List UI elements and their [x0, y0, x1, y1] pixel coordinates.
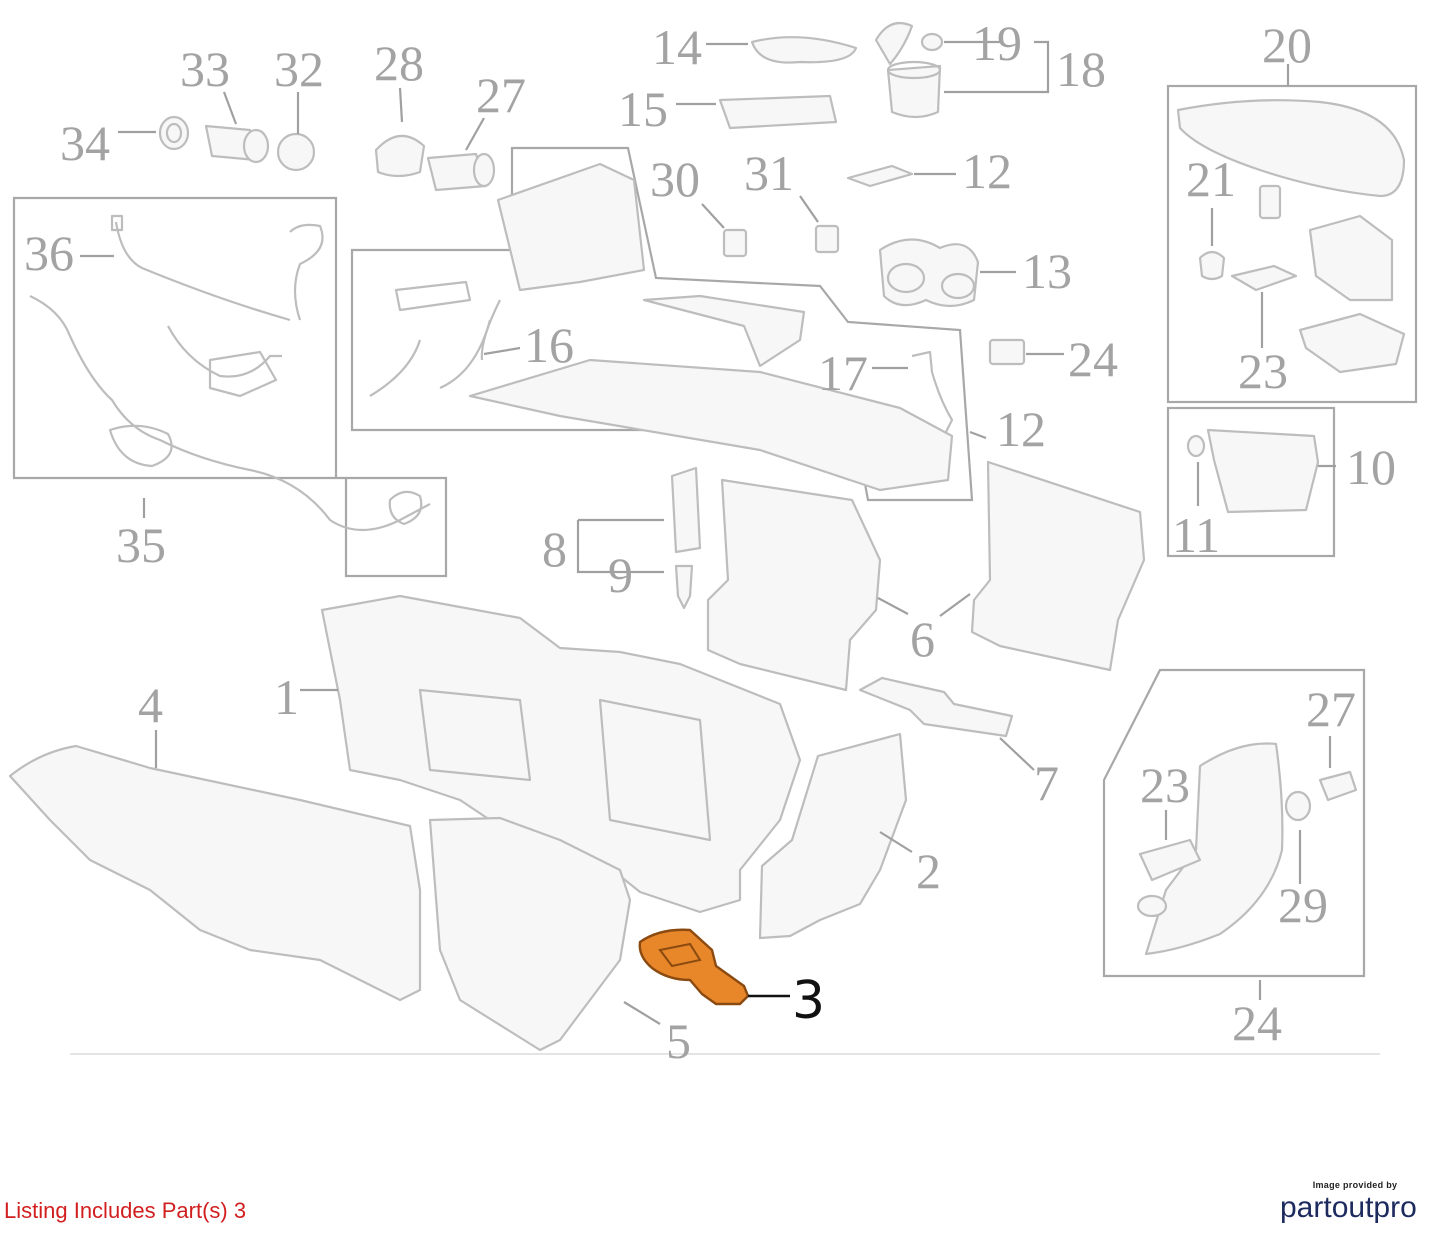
part-17-harness [369, 280, 501, 397]
part-1-console-frame [320, 594, 802, 914]
part-30-clip [722, 228, 748, 258]
callout-29: 29 [1278, 877, 1328, 933]
callout-33: 33 [180, 41, 230, 97]
group-box-21 [1166, 84, 1418, 404]
part-22-latch [1258, 184, 1282, 220]
callout-15: 14 [652, 19, 702, 75]
part-11-pad [1186, 434, 1206, 458]
callout-12: 12 [996, 401, 1046, 457]
callout-3-highlighted: 3 [792, 971, 825, 1031]
callout-8: 8 [542, 521, 567, 577]
callout-1: 1 [274, 669, 299, 725]
callout-17: 16 [524, 317, 574, 373]
callout-22: 21 [1186, 151, 1236, 207]
part-9-clip [674, 564, 694, 610]
part-27-socket [426, 152, 496, 192]
callout-14: 13 [1022, 243, 1072, 299]
logo-word-part: partout [1280, 1191, 1374, 1224]
part-19-cup-holder [874, 22, 942, 119]
callout-27-b: 27 [1306, 681, 1356, 737]
callout-labels: 34 33 32 28 27 14 15 19 18 12 30 31 13 2… [24, 15, 1396, 1069]
part-3-detail [658, 942, 702, 968]
part-25-knob [1136, 894, 1168, 918]
part-27-socket-b [1318, 770, 1358, 802]
callout-25: 23 [1140, 757, 1190, 813]
part-18-harness [911, 350, 954, 433]
part-36-connector [110, 214, 124, 232]
callout-6: 6 [910, 611, 935, 667]
logo-word-pro: pro [1373, 1191, 1417, 1224]
part-6-side-panel-right [970, 460, 1146, 672]
part-12-console-trim [468, 162, 954, 492]
callout-19: 18 [1056, 41, 1106, 97]
part-10-storage-bin [1206, 428, 1320, 514]
callout-28: 28 [374, 35, 424, 91]
part-7-mat [858, 676, 1014, 738]
callout-16: 15 [618, 81, 668, 137]
callout-7: 7 [1034, 755, 1059, 811]
callout-18: 17 [818, 345, 868, 401]
callout-2: 2 [916, 843, 941, 899]
callout-36: 36 [24, 225, 74, 281]
callout-27: 27 [476, 67, 526, 123]
part-16-trim-plate [718, 94, 838, 130]
group-box-10 [1166, 406, 1336, 558]
callout-9: 9 [608, 547, 633, 603]
part-22-clip [1198, 250, 1226, 281]
callout-10: 10 [1346, 439, 1396, 495]
part-33-socket [204, 124, 270, 164]
part-26-switch [988, 338, 1026, 366]
part-32-cap [276, 132, 316, 172]
part-23-bracket [1230, 264, 1298, 292]
callout-26: 24 [1068, 331, 1118, 387]
part-34-plug [158, 115, 190, 151]
callout-5: 5 [666, 1013, 691, 1069]
callout-23: 23 [1238, 343, 1288, 399]
part-20-cap [920, 32, 944, 52]
part-14-cup-holder [878, 238, 980, 308]
part-24-rear-trim [1144, 742, 1284, 956]
callout-13: 12 [962, 143, 1012, 199]
callout-20: 19 [972, 15, 1022, 71]
part-35-wiring-harness [29, 221, 431, 531]
partoutpro-logo: Image provided by partoutpro [1280, 1180, 1430, 1230]
callout-21: 20 [1262, 17, 1312, 73]
part-15-trim-ring [750, 36, 858, 64]
callout-24: 24 [1232, 995, 1282, 1051]
callout-30: 30 [650, 151, 700, 207]
part-31-clip [814, 224, 840, 254]
part-28-bracket [374, 134, 426, 178]
logo-credit-text: Image provided by [1312, 1180, 1398, 1190]
callout-34: 34 [60, 115, 110, 171]
part-21-armrest-lid [1176, 99, 1406, 198]
logo-wordmark: partoutpro [1280, 1190, 1417, 1226]
listing-includes-text: Listing Includes Part(s) 3 [4, 1198, 247, 1223]
callout-31: 31 [744, 145, 794, 201]
part-4-side-trim [8, 744, 422, 1002]
leader-lines [80, 40, 1336, 1025]
part-5-side-trim [428, 816, 632, 1052]
callout-4: 4 [138, 677, 163, 733]
part-13-pad [846, 164, 914, 188]
callout-35: 35 [116, 517, 166, 573]
part-6-side-panel-left [706, 478, 882, 692]
callout-11: 11 [1172, 507, 1220, 563]
callout-32: 32 [274, 41, 324, 97]
part-25-switch [1138, 838, 1202, 882]
part-3-body [638, 928, 750, 1006]
part-21-base [1298, 312, 1406, 374]
part-29-bezel [1284, 790, 1312, 822]
part-21-hinge [1308, 214, 1394, 302]
group-box-35 [12, 196, 448, 578]
group-box-24 [1102, 668, 1366, 978]
part-2-bracket [758, 732, 908, 940]
part-3-highlighted-bracket [638, 928, 750, 1006]
part-8-bracket [670, 466, 702, 554]
